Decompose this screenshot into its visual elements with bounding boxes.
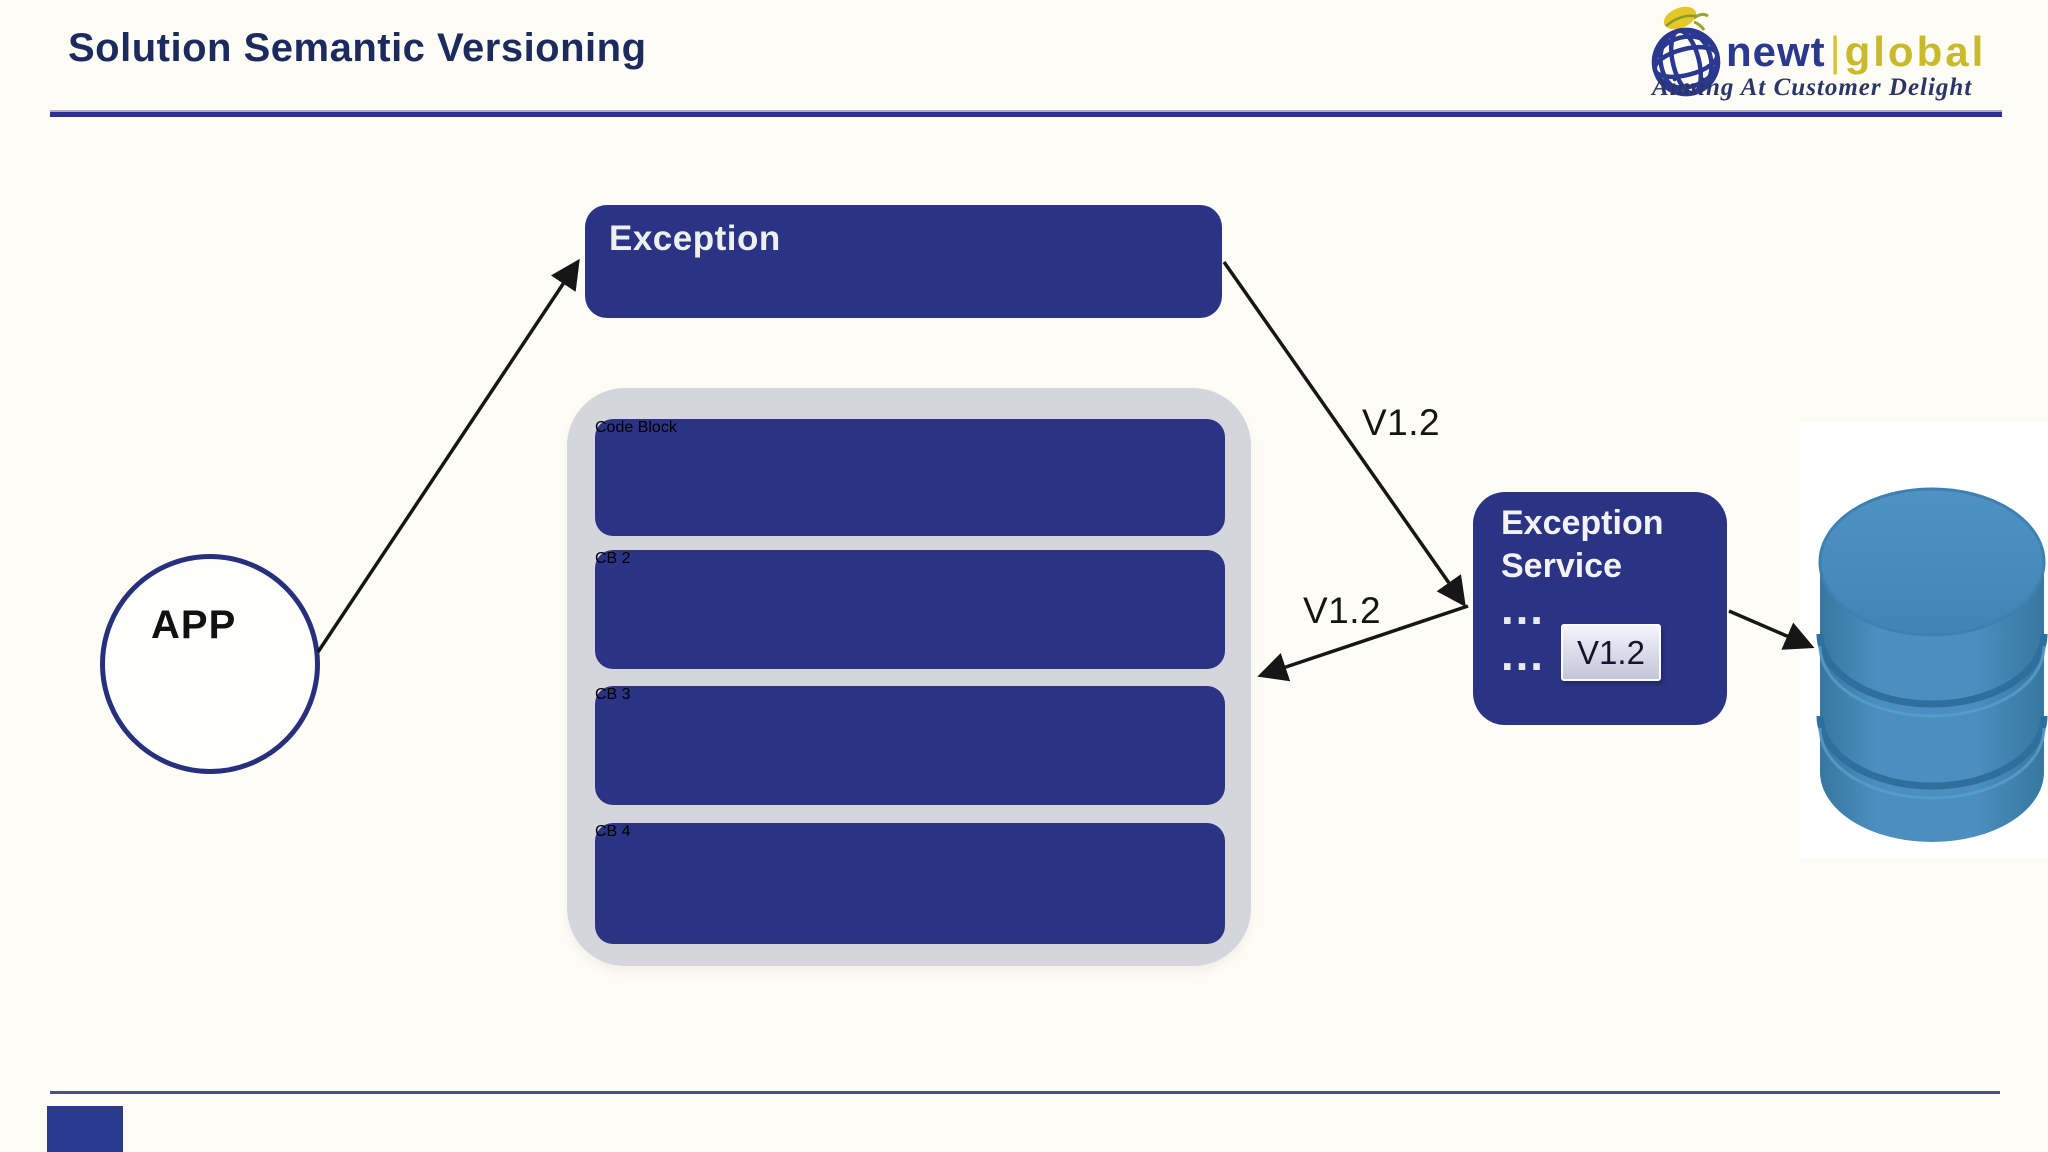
arrow-service-to-database: [1728, 609, 1815, 650]
service-dots: …: [1499, 582, 1545, 634]
page-title: Solution Semantic Versioning: [68, 26, 647, 70]
code-block-label: CB 4: [595, 823, 631, 840]
app-node: APP: [100, 554, 320, 774]
arrow-app-to-exception: [316, 258, 580, 653]
code-block-container: Code Block CB 2 CB 3 CB 4: [567, 388, 1251, 966]
arrow-label-v12-lower: V1.2: [1303, 590, 1382, 631]
footer-divider: [50, 1091, 2000, 1094]
service-title-line2: Service: [1501, 547, 1622, 585]
exception-box: Exception: [585, 205, 1222, 318]
header-divider: [50, 110, 2002, 117]
exception-service-title: Exception Service: [1501, 502, 1663, 588]
logo-wordmark: newt|global: [1726, 28, 1986, 76]
code-block-label: CB 3: [595, 686, 631, 703]
version-badge: V1.2: [1561, 624, 1661, 681]
company-logo: newt|global Aiming At Customer Delight: [1646, 0, 2006, 106]
logo-divider: |: [1829, 28, 1841, 75]
app-label: APP: [151, 603, 237, 647]
code-block-label: Code Block: [595, 419, 677, 436]
code-block: Code Block: [595, 419, 1225, 536]
logo-tagline: Aiming At Customer Delight: [1652, 74, 1973, 101]
service-title-line1: Exception: [1501, 504, 1664, 542]
service-dots: …: [1499, 628, 1545, 680]
database-backdrop: [1800, 422, 2048, 858]
logo-word-global: global: [1844, 28, 1987, 75]
exception-service-box: Exception Service … … V1.2: [1473, 492, 1727, 725]
database-icon: [1816, 487, 2048, 842]
code-block: CB 3: [595, 686, 1225, 805]
exception-label: Exception: [609, 219, 781, 258]
leaf-icon: [1663, 6, 1709, 31]
code-block-label: CB 2: [595, 550, 631, 567]
code-block: CB 4: [595, 823, 1225, 944]
footer-accent-block: [47, 1106, 123, 1152]
code-block: CB 2: [595, 550, 1225, 669]
logo-word-newt: newt: [1726, 28, 1826, 75]
arrow-label-v12-upper: V1.2: [1362, 402, 1441, 443]
globe-icon: [1651, 6, 1721, 97]
